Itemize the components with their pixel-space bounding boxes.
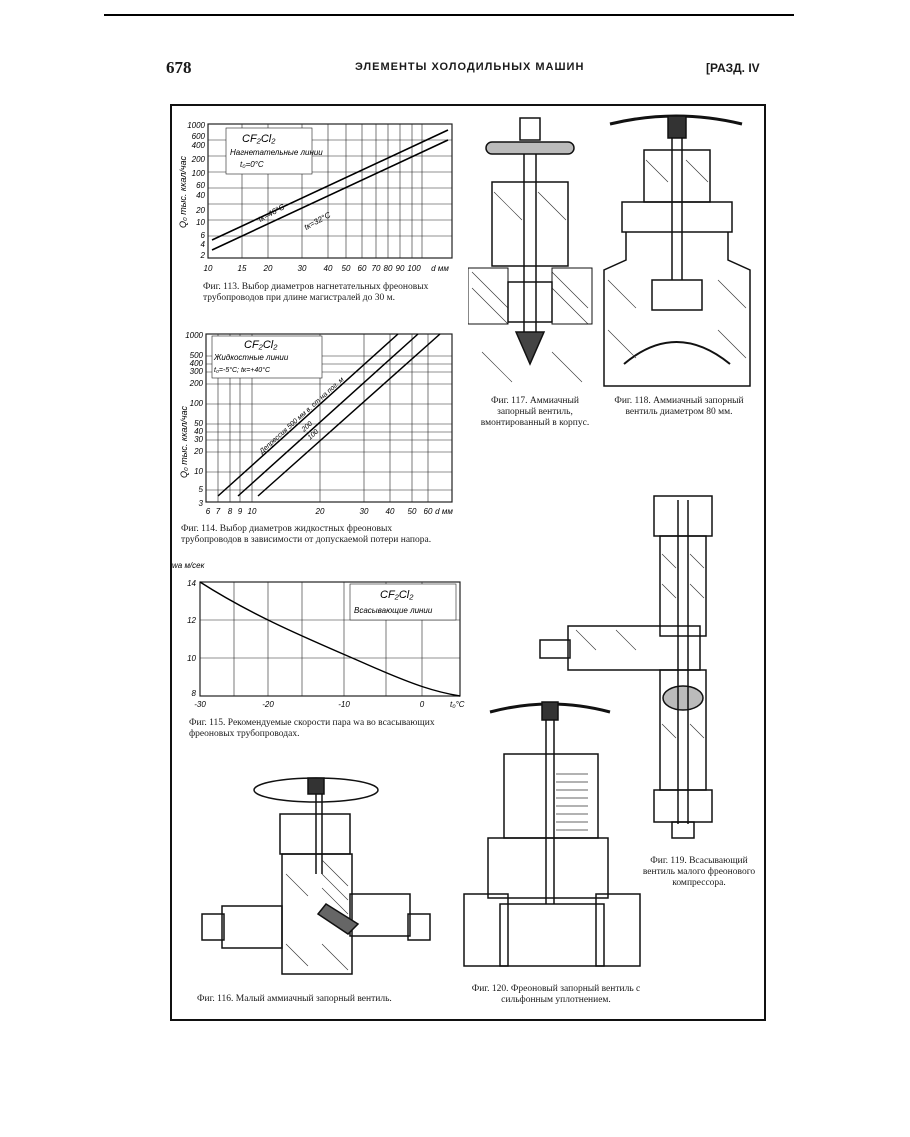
figure-frame xyxy=(170,104,766,1021)
fig115-subtitle: Всасывающие линии xyxy=(354,606,433,615)
fig114-ytick: 10 xyxy=(194,467,203,476)
fig114-xtick: 50 xyxy=(408,507,417,516)
header-rule xyxy=(104,14,794,16)
fig113-xtick: 20 xyxy=(263,264,273,273)
fig114-ytick: 3 xyxy=(199,499,204,508)
fig118-drawing xyxy=(603,114,751,387)
fig113-xtick: 60 xyxy=(358,264,367,273)
fig116-drawing xyxy=(201,777,431,975)
fig117-caption: Фиг. 117. Аммиачный запорный вентиль, вм… xyxy=(480,396,590,428)
fig115-xtick: -20 xyxy=(262,700,274,709)
fig113-xtick: 50 xyxy=(342,264,351,273)
fig114-xtick: 10 xyxy=(248,507,257,516)
fig119-caption: Фиг. 119. Всасывающий вентиль малого фре… xyxy=(642,856,756,888)
fig113-ytick: 4 xyxy=(201,240,206,249)
fig116-caption: Фиг. 116. Малый аммиачный запорный венти… xyxy=(197,994,392,1004)
fig113-ytick: 60 xyxy=(196,181,205,190)
fig115-curve xyxy=(199,581,461,697)
fig114-ytick: 5 xyxy=(199,485,204,494)
fig114-ylabel: Q₀ тыс. ккал/час xyxy=(179,405,189,478)
fig114-xtick: 6 xyxy=(206,507,211,516)
fig113-chart: CF₂Cl₂ Нагнетательные линии t₀=0°C tк=46… xyxy=(178,121,453,273)
fig114-ytick: 50 xyxy=(194,419,203,428)
running-title: ЭЛЕМЕНТЫ ХОЛОДИЛЬНЫХ МАШИН xyxy=(355,61,585,73)
fig113-xtick: 70 xyxy=(372,264,381,273)
fig113-xtick: 30 xyxy=(298,264,307,273)
fig115-xtick: 0 xyxy=(420,700,425,709)
fig115-ylabel: wа м/сек xyxy=(172,561,206,570)
fig114-ytick: 400 xyxy=(190,359,204,368)
fig114-xtick: 30 xyxy=(360,507,369,516)
fig114-line-label-500: Депрессия 500 мм в. ст на пог. м xyxy=(258,376,346,456)
fig113-xtick: 100 xyxy=(407,264,421,273)
fig113-caption: Фиг. 113. Выбор диаметров нагнетательных… xyxy=(203,282,429,303)
fig120-drawing xyxy=(463,701,641,967)
fig114-subtitle: Жидкостные линии xyxy=(213,353,289,362)
fig114-xtick: 60 xyxy=(424,507,433,516)
fig113-subtitle: Нагнетательные линии xyxy=(230,148,323,157)
fig113-ytick: 40 xyxy=(196,191,205,200)
fig113-line-32 xyxy=(211,129,449,241)
fig115-ytick: 14 xyxy=(187,579,196,588)
fig118-caption: Фиг. 118. Аммиачный запорный вентиль диа… xyxy=(614,396,744,417)
fig113-line-46 xyxy=(211,139,449,251)
fig115-formula: CF₂Cl₂ xyxy=(380,589,414,601)
fig113-ytick: 2 xyxy=(200,251,206,260)
fig114-ytick: 500 xyxy=(190,351,204,360)
fig114-ytick: 30 xyxy=(194,435,203,444)
fig115-ytick: 10 xyxy=(187,654,196,663)
fig113-xtick: 15 xyxy=(238,264,247,273)
fig114-ytick: 100 xyxy=(190,399,204,408)
fig114-ytick: 200 xyxy=(189,379,204,388)
fig114-xlabel: d мм xyxy=(435,507,453,516)
fig113-ytick: 400 xyxy=(192,141,206,150)
fig115-ytick: 12 xyxy=(187,616,196,625)
fig113-ytick: 6 xyxy=(201,231,206,240)
fig113-ytick: 600 xyxy=(192,132,206,141)
fig113-xtick: 90 xyxy=(396,264,405,273)
fig113-ylabel: Q₀ тыс. ккал/час xyxy=(178,155,188,228)
fig114-chart: CF₂Cl₂ Жидкостные линии t₀=-5°C; tк=+40°… xyxy=(179,331,453,516)
fig115-xlabel: t₀°C xyxy=(450,700,465,709)
fig113-param: t₀=0°C xyxy=(240,160,264,169)
fig114-xtick: 8 xyxy=(228,507,233,516)
fig115-chart: CF₂Cl₂ Всасывающие линии 14 12 10 8 -30 … xyxy=(172,561,465,709)
fig115-caption: Фиг. 115. Рекомендуемые скорости пара wа… xyxy=(189,718,435,739)
fig114-xtick: 9 xyxy=(238,507,243,516)
fig113-xtick: 10 xyxy=(204,264,213,273)
fig114-xtick: 40 xyxy=(386,507,395,516)
fig114-xtick: 7 xyxy=(216,507,221,516)
fig115-ytick: 8 xyxy=(192,689,197,698)
fig115-xtick: -30 xyxy=(194,700,206,709)
fig113-ytick: 1000 xyxy=(187,121,205,130)
fig113-ytick: 100 xyxy=(192,169,206,178)
fig114-formula: CF₂Cl₂ xyxy=(244,339,278,351)
fig113-xtick: 80 xyxy=(384,264,393,273)
fig113-line-label-46: tк=46°C xyxy=(257,202,287,223)
fig113-xtick: 40 xyxy=(324,264,333,273)
fig113-ytick: 10 xyxy=(196,218,205,227)
fig114-ytick: 20 xyxy=(193,447,203,456)
fig120-caption: Фиг. 120. Фреоновый запорный вентиль с с… xyxy=(471,984,641,1005)
fig115-xtick: -10 xyxy=(338,700,350,709)
fig117-drawing xyxy=(468,117,593,383)
section-label: [РАЗД. IV xyxy=(706,61,760,75)
fig113-xlabel: d мм xyxy=(431,264,449,273)
fig114-xtick: 20 xyxy=(315,507,325,516)
fig113-ytick: 200 xyxy=(191,155,206,164)
fig113-formula: CF₂Cl₂ xyxy=(242,133,276,145)
fig113-ytick: 20 xyxy=(195,206,205,215)
fig114-ytick: 40 xyxy=(194,427,203,436)
fig114-caption: Фиг. 114. Выбор диаметров жидкостных фре… xyxy=(181,524,432,545)
fig114-ytick: 1000 xyxy=(185,331,203,340)
page-number: 678 xyxy=(166,58,192,77)
fig119-drawing xyxy=(539,495,713,839)
fig114-ytick: 300 xyxy=(190,367,204,376)
fig114-param: t₀=-5°C; tк=+40°C xyxy=(214,366,271,374)
